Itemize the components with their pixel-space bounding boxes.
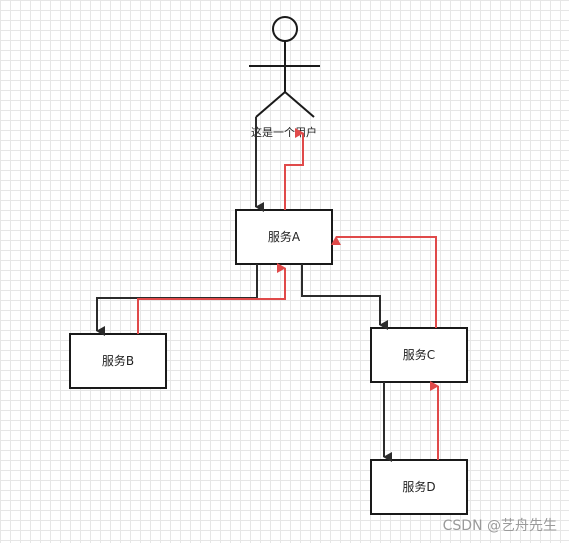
service-c-label: 服务C [403, 347, 435, 362]
service-a-box: 服务A [235, 209, 333, 265]
user-actor-icon [249, 16, 320, 118]
service-b-to-service-a-return-arrow [137, 263, 286, 334]
service-c-box: 服务C [370, 327, 468, 383]
service-b-label: 服务B [102, 353, 134, 368]
service-d-label: 服务D [402, 479, 435, 494]
service-a-to-service-b-arrow [96, 264, 258, 336]
service-c-to-service-a-return-arrow [331, 236, 437, 328]
service-a-label: 服务A [268, 229, 301, 244]
service-a-to-service-c-arrow [301, 264, 388, 330]
service-b-box: 服务B [69, 333, 167, 389]
service-d-box: 服务D [370, 459, 468, 515]
actor-label: 这是一个用户 [251, 125, 317, 139]
watermark-text: CSDN @艺舟先生 [442, 518, 557, 534]
service-a-to-user-return-arrow [284, 128, 304, 210]
